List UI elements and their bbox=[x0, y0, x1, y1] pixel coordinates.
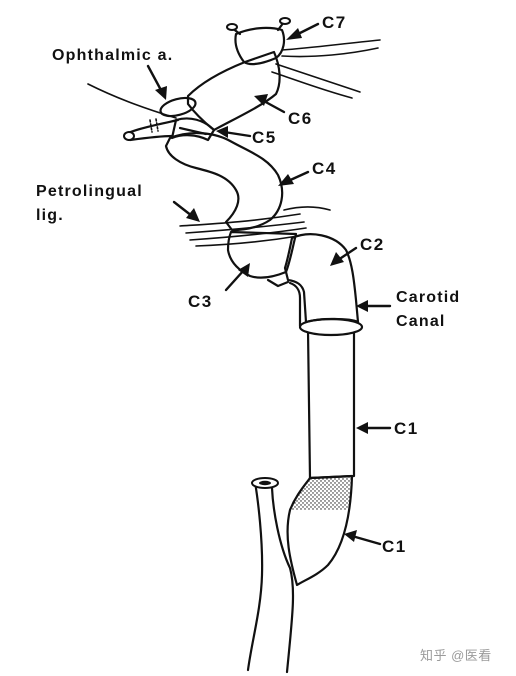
segment-c4 bbox=[164, 131, 284, 232]
watermark: 知乎 @医看 bbox=[420, 648, 492, 663]
label-ophthalmic: Ophthalmic a. bbox=[52, 47, 173, 64]
segment-c3 bbox=[226, 230, 298, 279]
label-c1-lower: C1 bbox=[382, 537, 407, 556]
label-c5: C5 bbox=[252, 128, 277, 147]
segment-c5 bbox=[170, 117, 216, 142]
segment-c7 bbox=[234, 26, 286, 66]
ophthalmic-origin bbox=[159, 96, 197, 118]
labels: C7 Ophthalmic a. C6 C5 C4 Petrolingual l… bbox=[36, 13, 460, 556]
label-c7: C7 bbox=[322, 13, 347, 32]
label-carotid-2: Canal bbox=[396, 313, 446, 330]
petrolingual-ligament bbox=[179, 213, 307, 247]
ophthalmic-artery bbox=[126, 118, 180, 135]
segment-c1-lower-dots bbox=[290, 476, 352, 510]
label-c6: C6 bbox=[288, 109, 313, 128]
segment-c2 bbox=[283, 233, 360, 324]
label-c3: C3 bbox=[188, 292, 213, 311]
label-c2: C2 bbox=[360, 235, 385, 254]
label-c1-upper: C1 bbox=[394, 419, 419, 438]
segment-c1-upper bbox=[306, 328, 356, 480]
vessel bbox=[87, 17, 381, 674]
label-carotid-1: Carotid bbox=[396, 289, 460, 306]
label-petrolingual-1: Petrolingual bbox=[36, 183, 143, 200]
c7-branch-upper bbox=[281, 39, 381, 51]
c7-branch-lower bbox=[275, 63, 361, 93]
external-carotid-stub bbox=[246, 480, 264, 672]
label-petrolingual-2: lig. bbox=[36, 207, 64, 224]
external-carotid-stub-inner bbox=[270, 486, 295, 674]
label-arrows bbox=[146, 22, 392, 546]
label-c4: C4 bbox=[312, 159, 337, 178]
left-curve-vessel bbox=[87, 83, 177, 119]
segment-c6 bbox=[186, 50, 281, 132]
